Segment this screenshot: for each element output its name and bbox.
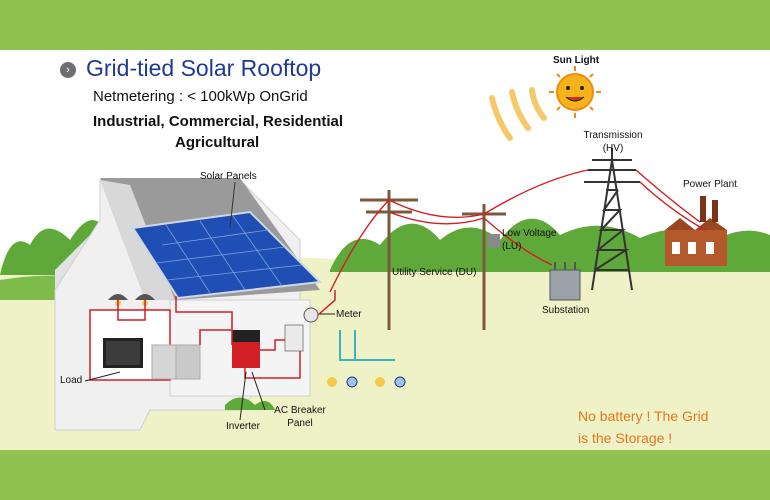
low-voltage-label: Low Voltage [502, 228, 557, 239]
sectors-line-1: Industrial, Commercial, Residential [93, 113, 344, 130]
transmission-label: Transmission [583, 130, 643, 141]
low-voltage-lu-label: (LU) [502, 241, 522, 252]
solar-diagram [0, 66, 770, 450]
solar-panels-label: Solar Panels [200, 171, 257, 182]
power-plant-icon [665, 196, 727, 266]
panel-leader-line [229, 181, 236, 229]
grid-wires [329, 169, 706, 293]
title-bullet-icon: › [60, 62, 76, 78]
page-title: Grid-tied Solar Rooftop [86, 55, 322, 81]
house [54, 178, 320, 431]
bush [225, 397, 275, 410]
meter-feed [339, 330, 395, 361]
load-label: Load [60, 375, 83, 386]
sectors-line-2: Agricultural [175, 134, 260, 151]
solar-panel-icon [131, 210, 323, 300]
transmission-tower [584, 148, 640, 291]
transformer-icon [488, 234, 500, 248]
substation-icon [549, 262, 581, 301]
ac-breaker-label: AC Breaker [274, 405, 326, 416]
tree-line-right [330, 218, 770, 272]
net-meter-icons [327, 376, 406, 388]
tv-icon [103, 338, 143, 368]
panel-label: Panel [287, 418, 313, 429]
lamp-icon-right [135, 294, 155, 306]
substation-label: Substation [542, 305, 590, 316]
utility-service-label: Utility Service (DU) [392, 267, 477, 278]
storage-note-line-2: is the Storage ! [578, 430, 673, 446]
power-plant-label: Power Plant [683, 179, 737, 190]
sun-light-label: Sun Light [553, 55, 600, 66]
meter-icon [284, 307, 319, 352]
sun-icon [549, 66, 601, 118]
transmission-hv-label: (HV) [602, 143, 624, 154]
meter-label: Meter [336, 309, 362, 320]
appliance-icon [151, 344, 201, 380]
top-band [0, 0, 770, 50]
leader-lines [84, 313, 335, 421]
inverter-label: Inverter [226, 421, 260, 432]
bottom-band [0, 450, 770, 500]
sun-rays [489, 87, 547, 141]
storage-note: No battery ! The Grid is the Storage ! [578, 405, 708, 449]
inverter-icon [232, 330, 260, 368]
house-wiring [117, 290, 336, 379]
subtitle: Netmetering : < 100kWp OnGrid [93, 88, 308, 105]
storage-note-line-1: No battery ! The Grid [578, 408, 709, 424]
